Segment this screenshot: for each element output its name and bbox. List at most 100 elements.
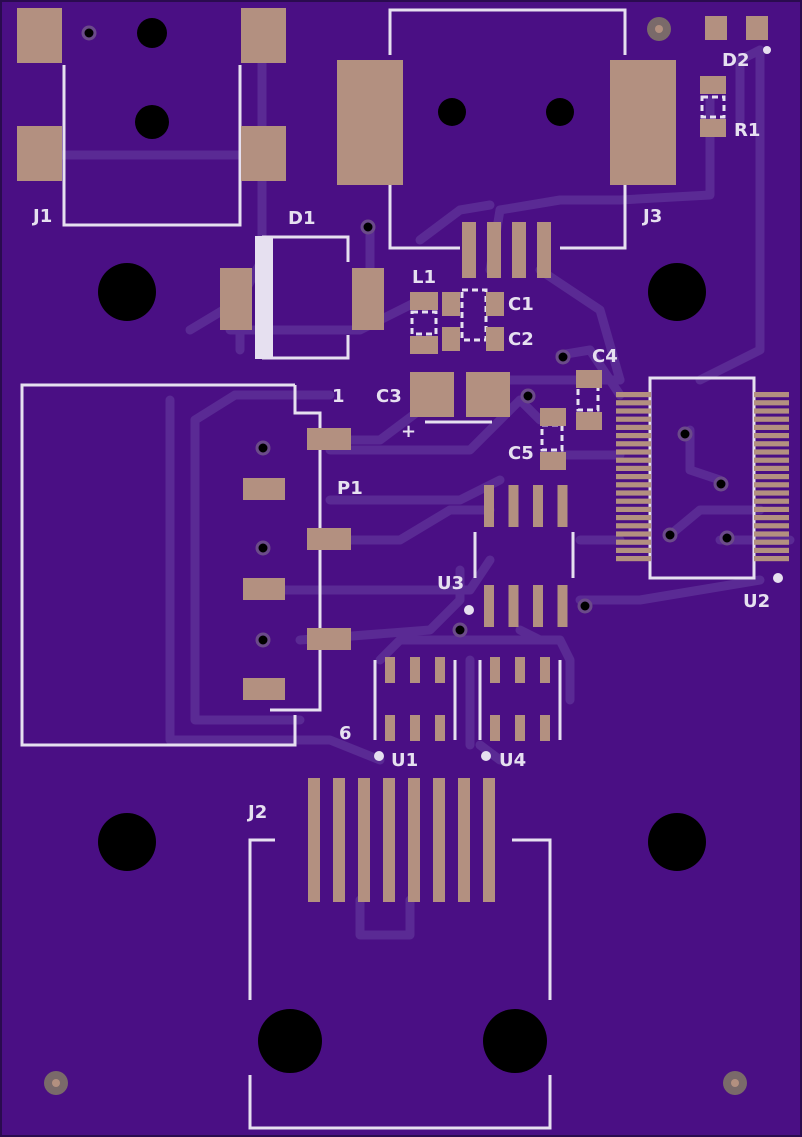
label-j1: J1	[31, 206, 52, 227]
u3-pad	[508, 585, 519, 627]
copper-traces	[35, 35, 795, 940]
u2-pad	[616, 474, 651, 480]
fiducials	[44, 17, 747, 1095]
label-c2: C2	[508, 329, 534, 350]
mounting-hole	[648, 813, 706, 871]
label-p1-pin6: 6	[339, 723, 352, 744]
u3-pad	[557, 585, 568, 627]
u3-pad	[508, 485, 519, 527]
u2-pads	[616, 392, 789, 562]
u2-pad	[616, 506, 651, 512]
u2-pad	[754, 400, 789, 406]
d1-cathode-band	[255, 236, 273, 359]
u2-pad	[754, 465, 789, 471]
u2-pad	[754, 474, 789, 480]
u2-pad	[616, 531, 651, 537]
j2-contact-pad	[308, 778, 320, 902]
u3-pad	[484, 485, 494, 527]
label-c1: C1	[508, 294, 534, 315]
via	[677, 426, 693, 442]
label-c3-polarity: +	[401, 421, 416, 442]
silk-labels: J1 J3 D1 D2 R1 L1 C1 C2 C3 + C4 C5 P1 1 …	[31, 50, 770, 823]
u2-pad	[616, 416, 651, 422]
u2-pad	[754, 433, 789, 439]
j2-contact-pad	[383, 778, 395, 902]
label-d2: D2	[722, 50, 749, 71]
u2-pad	[616, 465, 651, 471]
u2-pad	[616, 400, 651, 406]
u2-pad	[754, 547, 789, 553]
u2-pad	[754, 449, 789, 455]
u2-pad	[616, 556, 651, 562]
u2-pad	[616, 408, 651, 414]
label-d1: D1	[288, 208, 315, 229]
via	[555, 349, 571, 365]
u2-pad	[616, 441, 651, 447]
u2-pad	[616, 482, 651, 488]
u2-pad	[754, 556, 789, 562]
smd-pads	[17, 8, 768, 700]
u4-pad	[540, 657, 550, 683]
via	[520, 388, 536, 404]
u2-pad	[616, 539, 651, 545]
u2-pad	[754, 482, 789, 488]
vias	[81, 25, 735, 648]
via	[81, 25, 97, 41]
u4-pad	[490, 657, 500, 683]
mounting-hole	[648, 263, 706, 321]
mounting-hole	[98, 813, 156, 871]
u2-pad	[754, 416, 789, 422]
u2-pad	[754, 531, 789, 537]
u2-pad	[754, 424, 789, 430]
label-u2: U2	[743, 591, 770, 612]
u2-pad	[754, 457, 789, 463]
u3-pad	[557, 485, 568, 527]
u2-pad	[616, 498, 651, 504]
u2-pad	[616, 424, 651, 430]
u2-pad	[754, 392, 789, 398]
label-p1: P1	[337, 478, 363, 499]
u3-pad	[533, 585, 543, 627]
u2-pad	[754, 515, 789, 521]
u2-pad	[754, 490, 789, 496]
via	[255, 540, 271, 556]
label-u1: U1	[391, 750, 418, 771]
j2-contact-pad	[358, 778, 370, 902]
u4-pad	[540, 715, 550, 741]
label-j2: J2	[246, 802, 267, 823]
u1-pad	[385, 657, 395, 683]
u2-pad	[754, 523, 789, 529]
via	[255, 632, 271, 648]
u2-pad	[754, 441, 789, 447]
j2-contact-pad	[458, 778, 470, 902]
pin1-markers	[374, 46, 783, 761]
u2-pad	[616, 457, 651, 463]
u2-pad	[616, 433, 651, 439]
u2-pad	[616, 449, 651, 455]
u1-pad	[410, 715, 420, 741]
u2-pad	[616, 547, 651, 553]
u4-pad	[515, 657, 525, 683]
via	[577, 598, 593, 614]
via	[360, 219, 376, 235]
drill-holes	[98, 18, 706, 1073]
u2-pad	[754, 498, 789, 504]
u4-pad	[490, 715, 500, 741]
u2-pad	[616, 515, 651, 521]
u2-pad	[754, 408, 789, 414]
label-u3: U3	[437, 573, 464, 594]
label-j3: J3	[641, 206, 662, 227]
j2-contact-pad	[483, 778, 495, 902]
label-p1-pin1: 1	[332, 386, 345, 407]
label-u4: U4	[499, 750, 526, 771]
mounting-hole	[98, 263, 156, 321]
u3-pad	[533, 485, 543, 527]
label-c3: C3	[376, 386, 402, 407]
j2-contact-pad	[333, 778, 345, 902]
u2-pad	[616, 523, 651, 529]
u4-pad	[515, 715, 525, 741]
u2-pad	[754, 539, 789, 545]
via	[255, 440, 271, 456]
u1-pad	[435, 657, 445, 683]
